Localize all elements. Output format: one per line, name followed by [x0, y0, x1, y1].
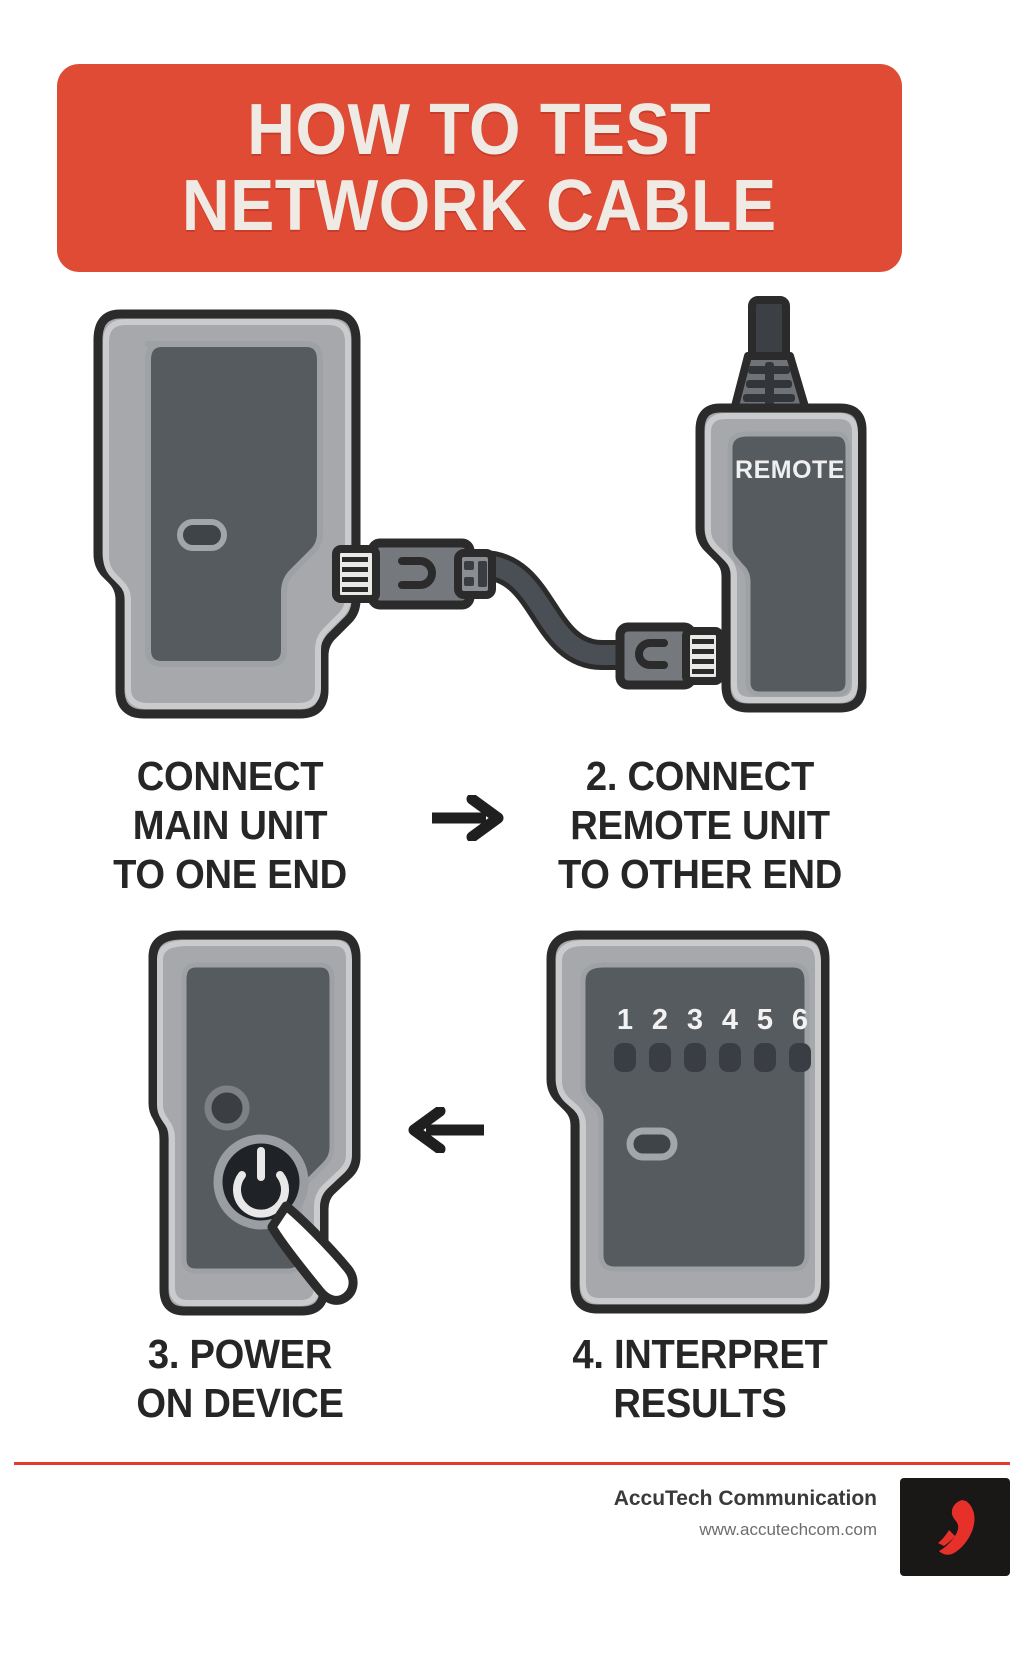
remote-highlight: [705, 413, 858, 703]
plug-left-rib: [478, 561, 487, 587]
results-unit-highlight: [556, 940, 821, 1304]
step-3-line-2: ON DEVICE: [136, 1380, 344, 1426]
rj45-plug-left: [332, 538, 496, 610]
step-2-line-3: TO OTHER END: [557, 851, 843, 897]
led-indicator-4: [719, 1043, 741, 1072]
led-number-5: 5: [757, 1004, 773, 1036]
led-number-2: 2: [652, 1004, 668, 1036]
main-unit-panel: [145, 341, 323, 667]
remote-cable: [748, 296, 790, 364]
network-cable-assembly: [330, 505, 750, 720]
contact-pin: [342, 587, 368, 592]
contact-pin: [692, 649, 714, 654]
led-indicator-6: [789, 1043, 811, 1072]
power-unit-device: [148, 925, 370, 1325]
plug-right-body: [615, 622, 697, 690]
footer-brand-name: AccuTech Communication: [613, 1487, 877, 1510]
led-number-4: 4: [722, 1004, 738, 1036]
led-indicator-1: [614, 1043, 636, 1072]
led-number-6: 6: [792, 1004, 808, 1036]
led-number-1: 1: [617, 1004, 633, 1036]
rj45-plug-right: [615, 622, 724, 690]
phone-handset-icon: [938, 1500, 975, 1555]
plug-right-latch: [635, 639, 668, 669]
footer-website-url[interactable]: www.accutechcom.com: [699, 1520, 877, 1539]
power-symbol-icon: [233, 1147, 289, 1218]
led-number-row: 1 2 3 4 5 6: [617, 1004, 808, 1036]
step-3-label: 3. POWER ON DEVICE: [101, 1330, 380, 1428]
contact-pin: [692, 639, 714, 644]
title-line-1: HOW TO TEST: [247, 90, 712, 170]
step-1-line-3: TO ONE END: [113, 851, 347, 897]
step-1-label: CONNECT MAIN UNIT TO ONE END: [72, 752, 388, 899]
company-logo[interactable]: [900, 1478, 1010, 1576]
results-unit-device: 1 2 3 4 5 6: [545, 925, 845, 1325]
step-2-line-2: REMOTE UNIT: [570, 802, 830, 848]
contact-pin: [342, 577, 368, 582]
remote-unit-device: REMOTE: [690, 296, 870, 730]
led-number-3: 3: [687, 1004, 703, 1036]
contact-pin: [692, 669, 714, 674]
led-indicator-5: [754, 1043, 776, 1072]
remote-panel: [727, 431, 851, 697]
step-2-line-1: 2. CONNECT: [585, 753, 815, 799]
step-4-line-2: RESULTS: [613, 1380, 787, 1426]
footer-divider: [14, 1462, 1010, 1465]
plug-left-rib: [464, 561, 474, 570]
contact-pin: [342, 567, 368, 572]
boot-rib-vertical: [765, 362, 774, 406]
remote-label: REMOTE: [735, 456, 845, 484]
results-unit-oval-button[interactable]: [626, 1127, 678, 1161]
step-1-line-2: MAIN UNIT: [132, 802, 328, 848]
led-indicator-3: [684, 1043, 706, 1072]
main-unit-oval-button[interactable]: [177, 519, 227, 551]
step-3-line-1: 3. POWER: [147, 1331, 333, 1377]
led-indicator-row: [614, 1043, 811, 1072]
title-banner: HOW TO TEST NETWORK CABLE: [57, 64, 902, 272]
footer: AccuTech Communication www.accutechcom.c…: [0, 1478, 1024, 1598]
contact-pin: [692, 659, 714, 664]
main-unit-device: [93, 300, 376, 730]
arrow-right-icon: [428, 795, 508, 841]
step-1-line-1: CONNECT: [136, 753, 324, 799]
results-unit-panel: [580, 962, 810, 1272]
power-unit-led: [204, 1085, 250, 1131]
led-indicator-2: [649, 1043, 671, 1072]
power-unit-highlight: [157, 940, 352, 1306]
pointing-finger: [267, 1201, 358, 1305]
plug-left-rib: [464, 577, 474, 586]
step-2-label: 2. CONNECT REMOTE UNIT TO OTHER END: [533, 752, 868, 899]
plug-left-latch: [398, 557, 436, 589]
contact-pin: [342, 557, 368, 562]
arrow-left-icon: [398, 1107, 488, 1153]
title-line-2: NETWORK CABLE: [182, 166, 777, 246]
step-4-label: 4. INTERPRET RESULTS: [528, 1330, 872, 1428]
step-4-line-1: 4. INTERPRET: [572, 1331, 828, 1377]
